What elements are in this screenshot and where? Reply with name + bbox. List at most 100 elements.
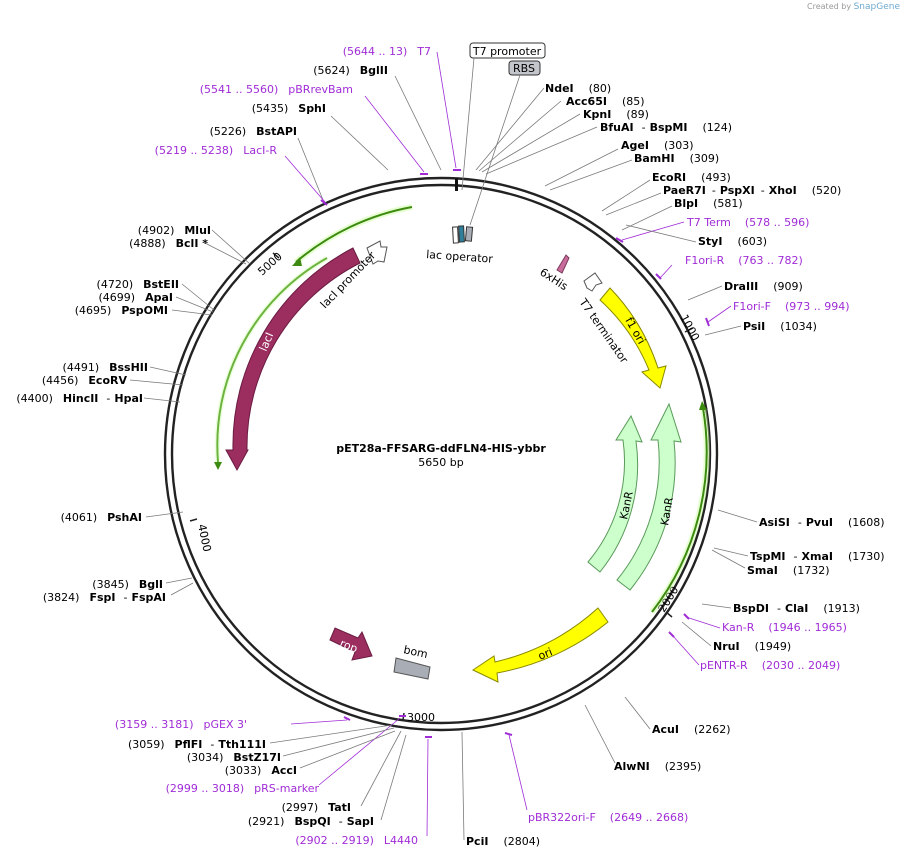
enzyme-tspmi[interactable]: TspMI-XmaI(1730) bbox=[750, 550, 885, 563]
enzyme-smai[interactable]: SmaI(1732) bbox=[747, 564, 829, 577]
plasmid-size: 5650 bp bbox=[418, 456, 463, 469]
kanr-label-outer: KanR bbox=[658, 496, 676, 527]
primer-f1ori-f[interactable]: F1ori-F(973 .. 994) bbox=[733, 300, 850, 313]
credit-prefix: Created by bbox=[807, 2, 852, 11]
primer-kan-r[interactable]: Kan-R(1946 .. 1965) bbox=[722, 621, 847, 634]
primer-t7[interactable]: (5644 .. 13)T7 bbox=[343, 45, 431, 58]
enzyme-ecori[interactable]: EcoRI(493) bbox=[652, 171, 731, 184]
primer-marks bbox=[320, 169, 710, 738]
lac-operator-label: lac operator bbox=[426, 248, 494, 266]
enzyme-sphi[interactable]: (5435)SphI bbox=[252, 102, 326, 115]
tick-label-3000: 3000 bbox=[407, 711, 435, 724]
enzyme-blpi[interactable]: BlpI(581) bbox=[674, 197, 743, 210]
enzyme-draiii[interactable]: DraIII(909) bbox=[724, 280, 803, 293]
tick-4000: 4000 bbox=[189, 518, 214, 553]
t7-terminator-arrow bbox=[583, 272, 603, 292]
primer-pgex3[interactable]: (3159 .. 3181)pGEX 3' bbox=[115, 718, 247, 731]
enzyme-asisi[interactable]: AsiSI-PvuI(1608) bbox=[759, 516, 885, 529]
enzyme-acci[interactable]: (3033)AccI bbox=[225, 764, 297, 777]
t7-promoter-box bbox=[469, 42, 546, 59]
enzyme-pcii[interactable]: PciI(2804) bbox=[466, 835, 540, 848]
enzyme-bstz17i[interactable]: (3034)BstZ17I bbox=[187, 751, 281, 764]
rop-label: rop bbox=[338, 637, 360, 656]
rbs-box bbox=[508, 60, 541, 76]
his-tag-label: 6xHis bbox=[537, 266, 570, 294]
enzyme-bcli[interactable]: (4888)BclI * bbox=[129, 237, 208, 250]
enzyme-pspomi[interactable]: (4695)PspOMI bbox=[75, 304, 168, 317]
kanr-label-inner: KanR bbox=[617, 490, 636, 521]
primer-l4440[interactable]: (2902 .. 2919)L4440 bbox=[295, 834, 418, 847]
f1-ori-label: f1 ori bbox=[622, 315, 648, 346]
rop-feature[interactable] bbox=[329, 627, 373, 661]
primer-t7-term[interactable]: T7 Term(578 .. 596) bbox=[686, 216, 809, 229]
bom-label: bom bbox=[402, 643, 429, 661]
enzyme-kpni[interactable]: KpnI(89) bbox=[583, 108, 649, 121]
laci-feature[interactable] bbox=[225, 247, 361, 472]
enzyme-mlui[interactable]: (4902)MluI bbox=[138, 224, 211, 237]
tick-1000: 1000 bbox=[677, 312, 702, 343]
lac-operator-box-1 bbox=[452, 226, 459, 244]
upper-orf-arrow bbox=[295, 206, 413, 263]
kanr-feature-outer[interactable] bbox=[616, 402, 682, 591]
enzyme-bspqi[interactable]: (2921)BspQI-SapI bbox=[248, 815, 374, 828]
enzyme-ecorv[interactable]: (4456)EcoRV bbox=[42, 374, 128, 387]
primer-prs-marker[interactable]: (2999 .. 3018)pRS-marker bbox=[166, 782, 320, 795]
enzyme-alwni[interactable]: AlwNI(2395) bbox=[614, 760, 701, 773]
backbone-inner bbox=[170, 183, 712, 725]
ori-feature[interactable] bbox=[471, 607, 609, 683]
t7-promoter-mark bbox=[455, 178, 458, 191]
enzyme-tati[interactable]: (2997)TatI bbox=[282, 801, 351, 814]
laci-promoter-arrow bbox=[366, 240, 388, 265]
enzyme-bgli[interactable]: (3845)BglI bbox=[92, 578, 163, 591]
enzyme-styi[interactable]: StyI(603) bbox=[698, 235, 767, 248]
kanr-feature-inner[interactable] bbox=[587, 414, 643, 573]
primer-pentr-r[interactable]: pENTR-R(2030 .. 2049) bbox=[700, 659, 840, 672]
enzyme-fspi[interactable]: (3824)FspI-FspAI bbox=[43, 591, 166, 604]
primer-labels: (5644 .. 13)T7 (5541 .. 5560)pBRrevBam (… bbox=[115, 45, 850, 847]
enzyme-paer7i[interactable]: PaeR7I-PspXI-XhoI(520) bbox=[663, 184, 841, 197]
enzyme-hincii[interactable]: (4400)HincII-HpaI bbox=[16, 392, 143, 405]
enzyme-bamhi[interactable]: BamHI(309) bbox=[634, 152, 719, 165]
enzyme-bstapi[interactable]: (5226)BstAPI bbox=[210, 125, 297, 138]
enzyme-psii[interactable]: PsiI(1034) bbox=[743, 320, 817, 333]
kanr-orf-arrow bbox=[651, 407, 708, 613]
enzyme-bspdi[interactable]: BspDI-ClaI(1913) bbox=[733, 602, 860, 615]
enzyme-pflfi[interactable]: (3059)PflFI-Tth111I bbox=[128, 738, 266, 751]
enzyme-bsteii[interactable]: (4720)BstEII bbox=[97, 278, 179, 291]
t7-promoter-leader bbox=[461, 57, 475, 191]
leader-lines bbox=[129, 51, 758, 841]
credit-brand: SnapGene bbox=[853, 2, 900, 12]
tick-3000: 3000 bbox=[402, 711, 435, 724]
lac-operator-box-3 bbox=[464, 226, 474, 242]
enzyme-nrui[interactable]: NruI(1949) bbox=[713, 640, 791, 653]
f1-ori-feature[interactable] bbox=[599, 287, 667, 389]
rbs-leader bbox=[469, 74, 521, 226]
snapgene-credit: Created by SnapGene bbox=[807, 2, 900, 12]
tick-label-4000: 4000 bbox=[195, 523, 214, 553]
bom-feature bbox=[393, 657, 431, 680]
enzyme-apai[interactable]: (4699)ApaI bbox=[99, 291, 173, 304]
enzyme-acui[interactable]: AcuI(2262) bbox=[652, 723, 731, 736]
enzyme-acc65i[interactable]: Acc65I(85) bbox=[566, 95, 645, 108]
enzyme-labels: NdeI(80) Acc65I(85) KpnI(89) BfuAI-BspMI… bbox=[16, 64, 884, 848]
plasmid-name: pET28a-FFSARG-ddFLN4-HIS-ybbr bbox=[336, 442, 546, 455]
t7-promoter-label: T7 promoter bbox=[472, 45, 542, 58]
laci-orf-arrow bbox=[216, 257, 328, 463]
enzyme-ndei[interactable]: NdeI(80) bbox=[545, 82, 611, 95]
primer-f1ori-r[interactable]: F1ori-R(763 .. 782) bbox=[685, 254, 803, 267]
tick-label-1000: 1000 bbox=[677, 312, 702, 343]
enzyme-bglii[interactable]: (5624)BglII bbox=[313, 64, 388, 77]
ori-label: ori bbox=[536, 645, 554, 662]
primer-laci-r[interactable]: (5219 .. 5238)LacI-R bbox=[155, 144, 278, 157]
his-tag-feature bbox=[556, 254, 570, 274]
backbone-outer bbox=[163, 176, 719, 732]
primer-pbrrevbam[interactable]: (5541 .. 5560)pBRrevBam bbox=[200, 83, 353, 96]
primer-pbr322ori-f[interactable]: pBR322ori-F(2649 .. 2668) bbox=[528, 811, 688, 824]
enzyme-bsshii[interactable]: (4491)BssHII bbox=[63, 361, 148, 374]
rbs-label: RBS bbox=[513, 62, 535, 75]
lac-operator-box-2 bbox=[458, 225, 465, 243]
enzyme-bfuai[interactable]: BfuAI-BspMI(124) bbox=[600, 121, 732, 134]
enzyme-agei[interactable]: AgeI(303) bbox=[621, 139, 694, 152]
enzyme-pshai[interactable]: (4061)PshAI bbox=[61, 511, 142, 524]
